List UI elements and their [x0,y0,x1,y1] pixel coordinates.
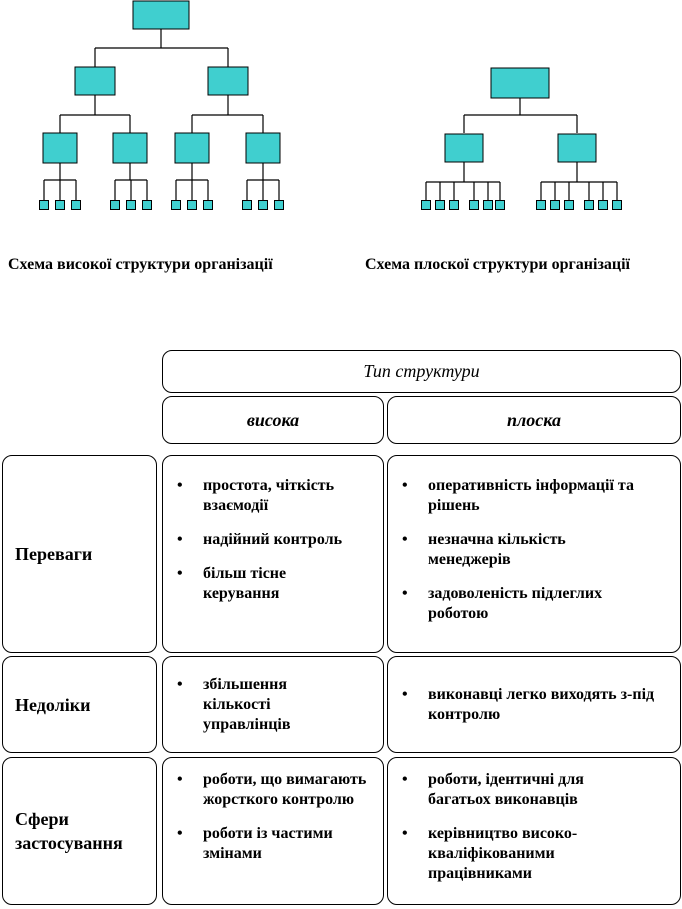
advantages-flat-cell: оперативність інформації та рішень незна… [387,455,681,653]
tall-leaf-node [274,200,284,210]
tall-leaf-node [55,200,65,210]
advantages-tall-cell: простота, чіткість взаємодії надійний ко… [162,455,384,653]
list-item: збільшення кількості управлінців [177,675,375,735]
flat-level2-node [557,133,597,163]
list-item: оперативність інформації та рішень [402,476,672,516]
applications-tall-cell: роботи, що вимагають жорсткого контролю … [162,757,384,905]
flat-leaf-node [435,200,445,210]
tall-leaf-node [126,200,136,210]
flat-leaf-node [612,200,622,210]
structure-type-header: Тип структури [162,350,681,393]
tall-level2-node [74,66,116,96]
tall-level3-node [174,132,210,164]
tall-leaf-node [171,200,181,210]
list-item: простота, чіткість взаємодії [177,476,375,516]
flat-leaf-node [584,200,594,210]
flat-leaf-node [495,200,505,210]
list-item: роботи, що вимагають жорсткого контролю [177,770,375,810]
list-item: роботи, ідентичні для багатьох виконавці… [402,770,672,810]
list-item: роботи із частими змінами [177,824,375,864]
tall-leaf-node [71,200,81,210]
list-item: задоволеність підлеглих роботою [402,584,672,624]
list-item: виконавці легко виходять з-під контролю [402,685,672,725]
tall-leaf-node [39,200,49,210]
tall-level3-node [245,132,281,164]
disadvantages-flat-cell: виконавці легко виходять з-під контролю [387,656,681,753]
tall-level3-node [42,132,78,164]
flat-level2-node [444,133,484,163]
flat-leaf-node [536,200,546,210]
list-item: більш тісне керування [177,564,375,604]
list-item: надійний контроль [177,530,375,550]
flat-leaf-node [469,200,479,210]
tall-level2-node [207,66,249,96]
flat-leaf-node [564,200,574,210]
list-item: керівництво високо-кваліфікованими праці… [402,824,672,884]
tall-leaf-node [242,200,252,210]
org-structure-diagrams [39,0,622,210]
flat-leaf-node [550,200,560,210]
flat-leaf-node [483,200,493,210]
flat-leaf-node [598,200,608,210]
flat-root-node [490,67,550,99]
tall-leaf-node [203,200,213,210]
tall-root-node [132,0,190,30]
flat-leaf-node [449,200,459,210]
list-item: незначна кількість менеджерів [402,530,672,570]
column-header-flat: плоска [387,396,681,444]
tall-leaf-node [187,200,197,210]
tall-level3-node [112,132,148,164]
row-label-applications: Сфери застосування [2,757,157,905]
tall-leaf-node [110,200,120,210]
column-header-tall: висока [162,396,384,444]
tall-leaf-node [258,200,268,210]
row-label-disadvantages: Недоліки [2,656,157,753]
tall-leaf-node [142,200,152,210]
tall-structure-caption: Схема високої структури організації [8,256,273,273]
flat-leaf-node [421,200,431,210]
disadvantages-tall-cell: збільшення кількості управлінців [162,656,384,753]
flat-structure-caption: Схема плоскої структури організації [365,256,630,273]
applications-flat-cell: роботи, ідентичні для багатьох виконавці… [387,757,681,905]
row-label-advantages: Переваги [2,455,157,653]
